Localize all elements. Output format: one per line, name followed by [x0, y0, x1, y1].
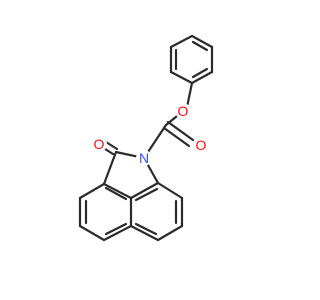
bond-ph-6: [169, 34, 194, 49]
bond-nl-4: [102, 224, 133, 242]
bond-ph-1: [190, 34, 214, 49]
bond-nl-inner-3: [104, 186, 128, 201]
atom-o-lactam: O: [94, 136, 105, 152]
bond-nl-inner-2: [104, 222, 128, 236]
bond-c8a-c8b: [129, 181, 160, 200]
bond-nl-1: [78, 182, 106, 200]
bond-c-o-double-a: [166, 120, 195, 142]
bond-nr-inner-2: [134, 222, 158, 236]
bond-nr-1: [156, 181, 184, 200]
bond-ph-4: [169, 70, 194, 85]
bond-c-o-double-b: [162, 126, 191, 148]
atom-o-carbonyl-ester: O: [196, 137, 207, 153]
bond-nr-3: [156, 224, 184, 242]
atom-bg-o-ester: [175, 103, 191, 119]
atom-labels: O O O N: [91, 103, 209, 166]
bond-c2-o-b: [104, 140, 119, 151]
bond-nr-4: [129, 224, 160, 242]
bond-ph-3: [190, 70, 214, 85]
bond-c2-c2a: [102, 150, 118, 186]
bond-c2a-c8b: [102, 182, 133, 200]
bond-ph-inner-1: [191, 40, 209, 52]
molecule-structure: O O O N: [78, 34, 214, 242]
atom-bg-n-lactam: [136, 150, 152, 166]
bond-nr-inner-3: [134, 187, 159, 202]
bond-nl-3: [78, 224, 106, 242]
atom-bg-o-carbonyl: [193, 137, 209, 153]
bond-ph-inner-2: [191, 67, 209, 79]
atom-o-ester: O: [178, 103, 189, 119]
atom-n-lactam: N: [139, 150, 149, 166]
atom-bg-o-lactam: [91, 136, 107, 152]
